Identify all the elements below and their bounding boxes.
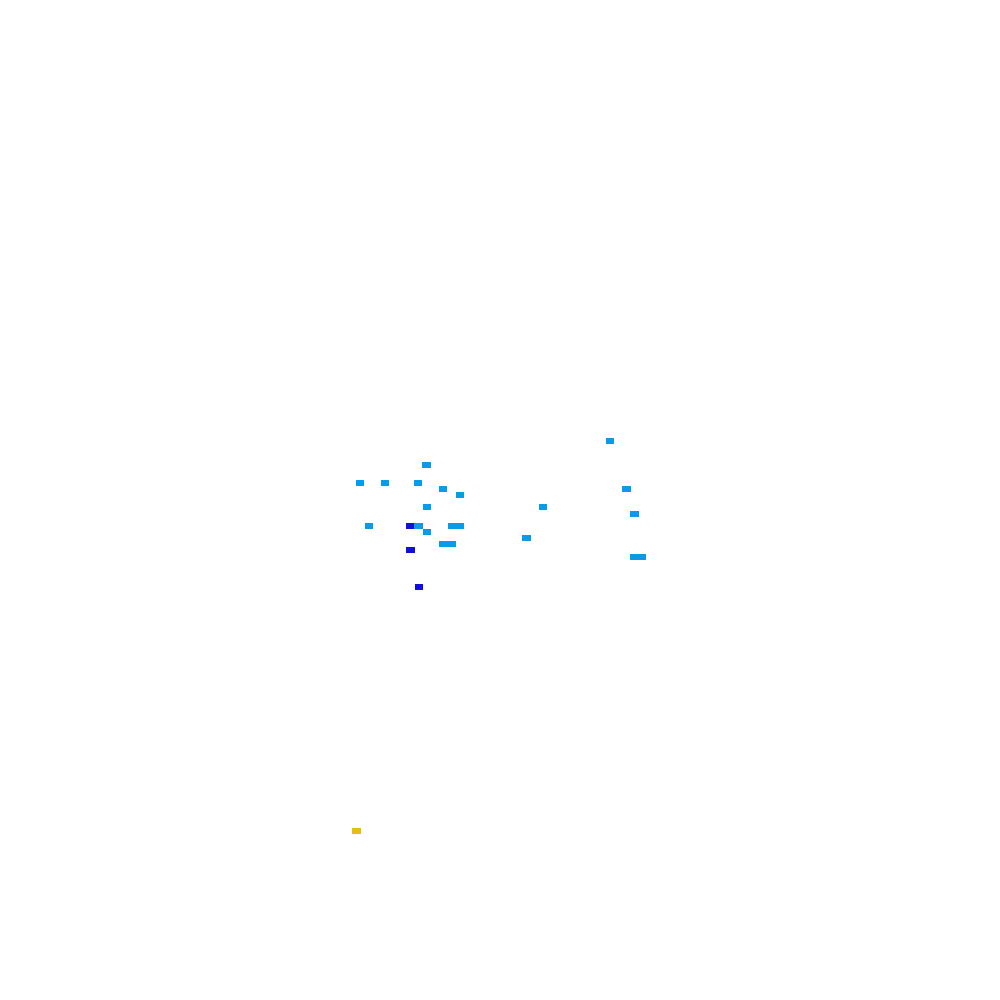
dark-blue-mark [406, 523, 414, 529]
light-blue-mark [539, 504, 547, 510]
yellow-mark [352, 828, 361, 834]
light-blue-mark [448, 523, 464, 529]
light-blue-mark [606, 438, 614, 444]
light-blue-mark [439, 541, 456, 547]
light-blue-mark [414, 523, 423, 529]
light-blue-mark [439, 486, 447, 492]
dark-blue-mark [406, 547, 415, 553]
light-blue-mark [422, 462, 431, 468]
light-blue-mark [622, 486, 631, 492]
light-blue-mark [356, 480, 364, 486]
light-blue-mark [456, 492, 464, 498]
light-blue-mark [414, 480, 422, 486]
light-blue-mark [423, 504, 431, 510]
light-blue-mark [522, 535, 531, 541]
light-blue-mark [630, 554, 646, 560]
light-blue-mark [381, 480, 389, 486]
light-blue-mark [423, 529, 431, 535]
light-blue-mark [630, 511, 639, 517]
dark-blue-mark [415, 584, 423, 590]
light-blue-mark [365, 523, 373, 529]
